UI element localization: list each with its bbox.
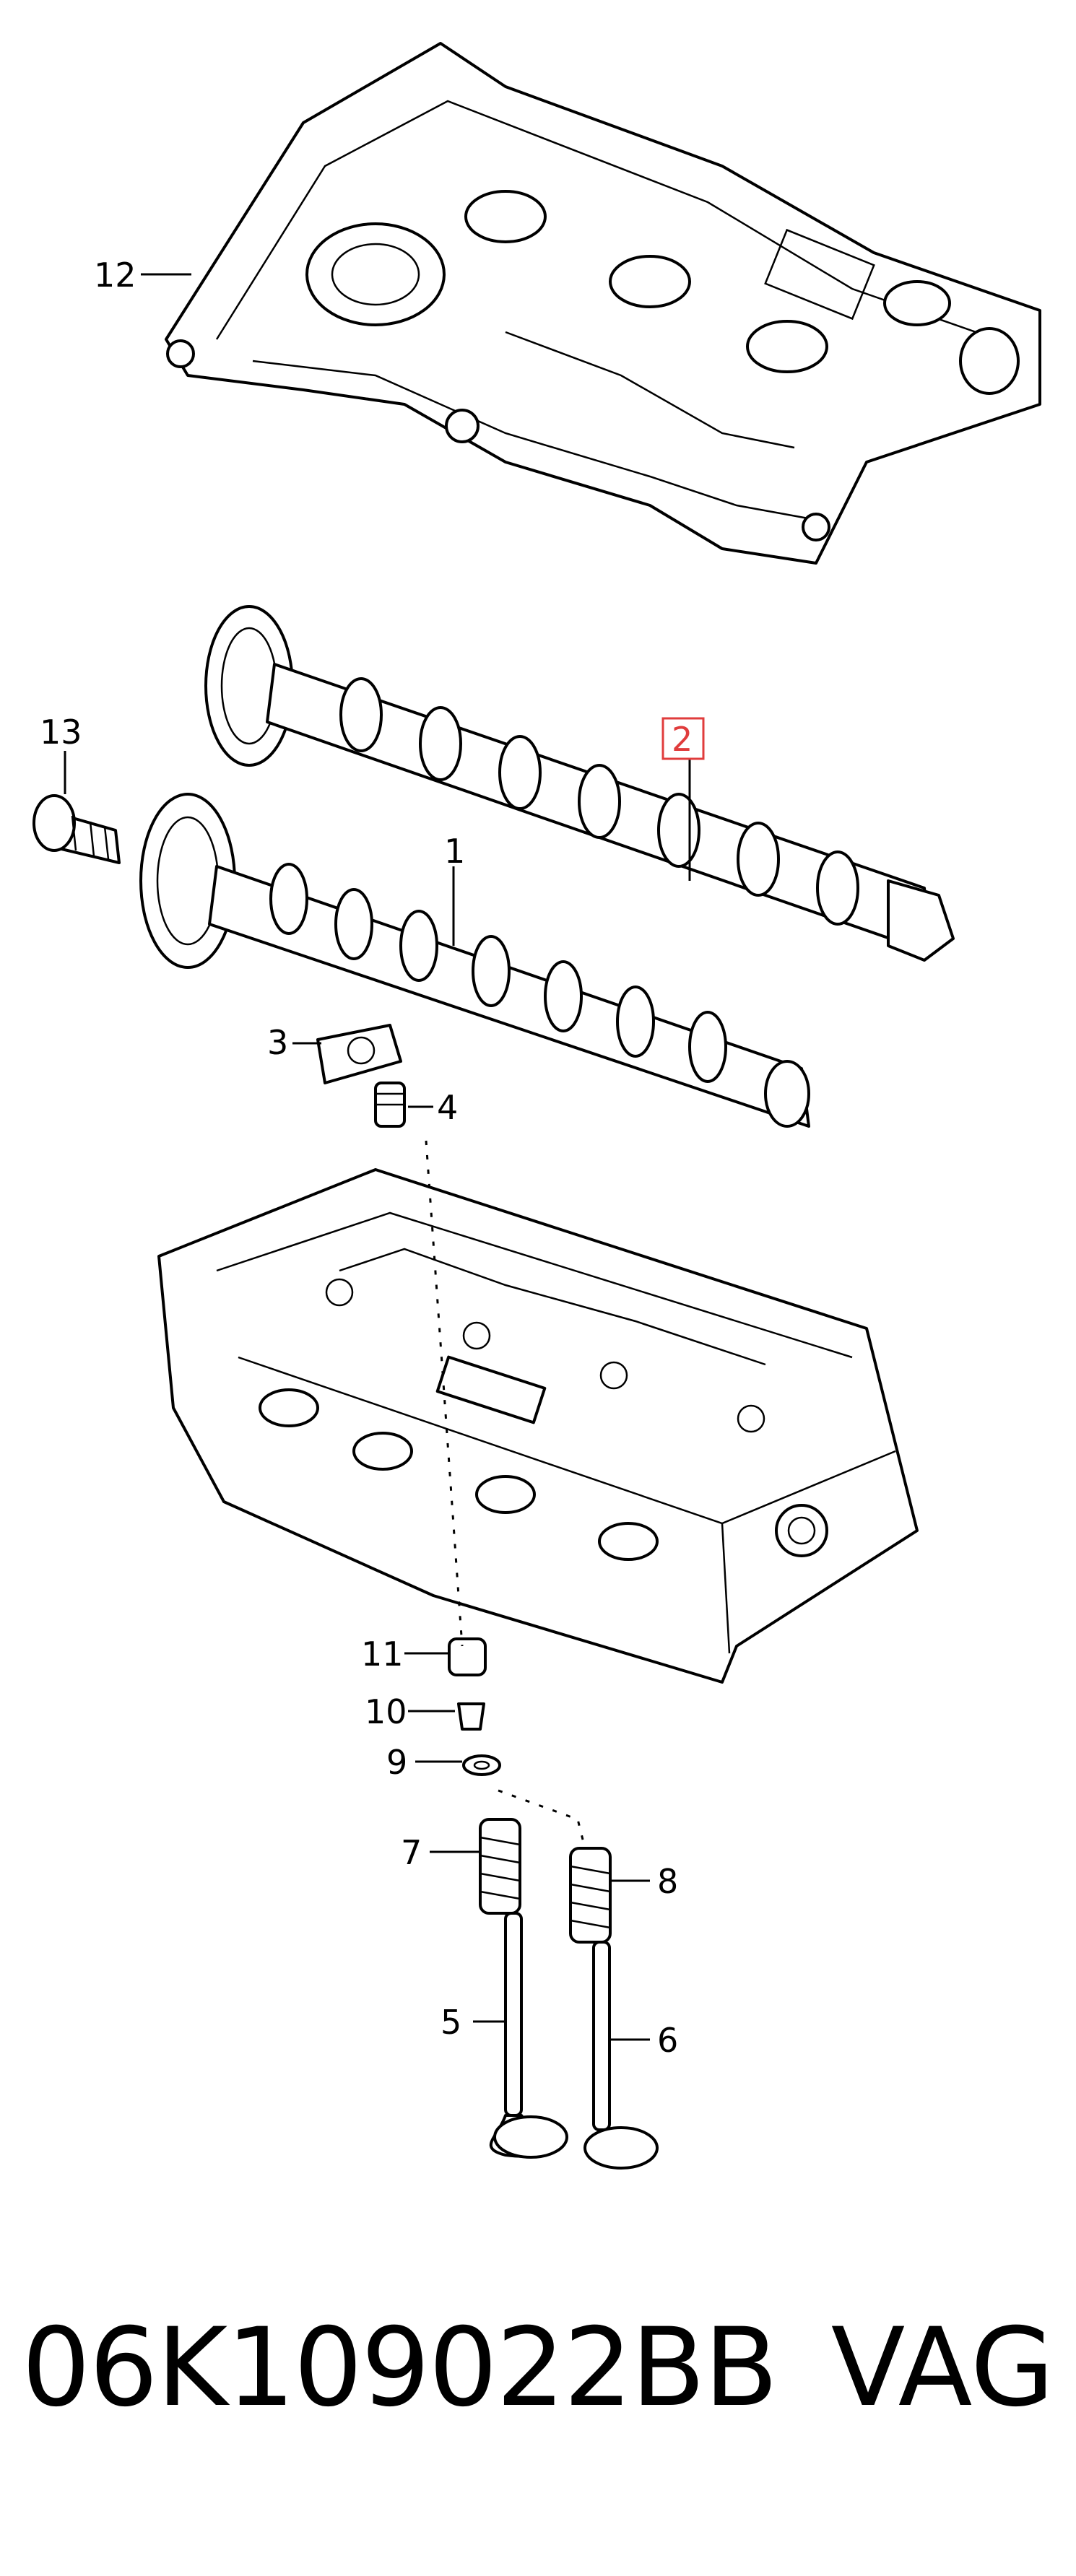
cylinder-head-cover xyxy=(165,42,1041,565)
svg-text:8: 8 xyxy=(657,1862,678,1901)
svg-text:4: 4 xyxy=(437,1088,458,1127)
callout-10: 10 xyxy=(365,1692,407,1731)
callout-9: 9 xyxy=(386,1743,407,1782)
svg-text:3: 3 xyxy=(267,1023,288,1062)
valve-spring-right xyxy=(569,1847,612,1944)
cylinder-head xyxy=(157,1168,919,1684)
svg-text:2: 2 xyxy=(672,720,693,759)
svg-text:7: 7 xyxy=(401,1833,422,1872)
valve-keepers xyxy=(457,1702,485,1731)
exhaust-camshaft xyxy=(204,605,955,962)
part-number: 06K109022BB xyxy=(22,2305,778,2431)
svg-text:1: 1 xyxy=(444,832,465,871)
roller-rocker-arm xyxy=(316,1024,402,1084)
valve-spring-left xyxy=(479,1818,521,1915)
exhaust-valve xyxy=(583,1941,659,2170)
callout-13: 13 xyxy=(40,713,82,752)
callout-4: 4 xyxy=(437,1088,458,1127)
svg-text:9: 9 xyxy=(386,1743,407,1782)
callout-5: 5 xyxy=(441,2003,461,2042)
valve-stem-seal xyxy=(448,1637,487,1676)
svg-text:13: 13 xyxy=(40,713,82,752)
svg-text:12: 12 xyxy=(94,256,136,295)
callout-2-highlighted: 2 xyxy=(661,717,705,760)
callout-8: 8 xyxy=(657,1862,678,1901)
callout-3: 3 xyxy=(267,1023,288,1062)
svg-text:10: 10 xyxy=(365,1692,407,1731)
leader-lines xyxy=(64,273,691,2041)
callout-12: 12 xyxy=(94,256,136,295)
svg-text:6: 6 xyxy=(657,2021,678,2060)
hydraulic-lifter xyxy=(374,1082,406,1128)
callout-6: 6 xyxy=(657,2021,678,2060)
intake-valve xyxy=(489,1912,568,2159)
callout-7: 7 xyxy=(401,1833,422,1872)
footer: 06K109022BB VAG xyxy=(0,2281,1076,2469)
callout-11: 11 xyxy=(361,1635,404,1674)
callout-1: 1 xyxy=(444,832,465,871)
brand-name: VAG xyxy=(830,2305,1054,2431)
svg-text:5: 5 xyxy=(441,2003,461,2042)
svg-text:11: 11 xyxy=(361,1635,404,1674)
intake-camshaft xyxy=(139,793,810,1128)
seal-plug xyxy=(32,794,121,864)
valve-spring-seat xyxy=(462,1754,501,1776)
